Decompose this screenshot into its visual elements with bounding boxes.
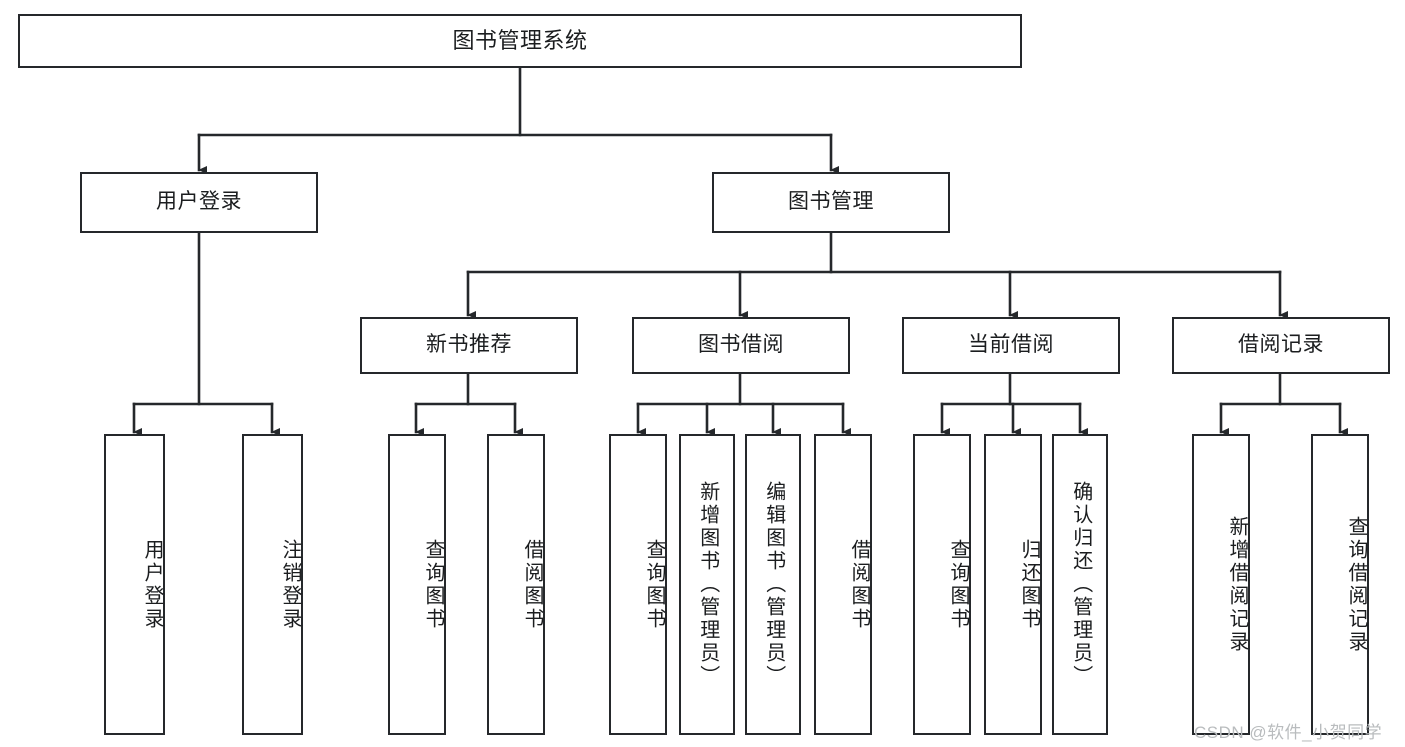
- node-leaf-query-book-current-label: 查询图书: [947, 538, 969, 631]
- node-current-borrow-label: 当前借阅: [968, 333, 1054, 357]
- node-leaf-query-book-borrow[interactable]: 查询图书: [609, 434, 667, 735]
- node-leaf-borrow-book[interactable]: 借阅图书: [814, 434, 872, 735]
- node-leaf-query-book-borrow-label: 查询图书: [643, 538, 665, 631]
- csdn-watermark: CSDN @软件_小贺同学: [1194, 723, 1383, 742]
- node-borrow-record[interactable]: 借阅记录: [1172, 317, 1390, 374]
- node-leaf-borrow-book-recommend[interactable]: 借阅图书: [487, 434, 545, 735]
- node-leaf-confirm-return-admin-label: 确认归还（管理员）: [1069, 481, 1092, 688]
- node-leaf-user-login[interactable]: 用户登录: [104, 434, 165, 735]
- node-leaf-add-book-admin-label: 新增图书（管理员）: [696, 481, 719, 688]
- node-leaf-borrow-book-label: 借阅图书: [848, 538, 870, 631]
- node-root-label: 图书管理系统: [452, 28, 588, 54]
- node-leaf-edit-book-admin-label: 编辑图书（管理员）: [762, 481, 785, 688]
- node-leaf-logout[interactable]: 注销登录: [242, 434, 303, 735]
- node-user-login-label: 用户登录: [156, 190, 242, 214]
- node-leaf-edit-book-admin[interactable]: 编辑图书（管理员）: [745, 434, 801, 735]
- node-user-login[interactable]: 用户登录: [80, 172, 318, 233]
- node-borrow-record-label: 借阅记录: [1238, 333, 1324, 357]
- node-leaf-query-borrow-record[interactable]: 查询借阅记录: [1311, 434, 1369, 735]
- node-leaf-return-book-label: 归还图书: [1018, 538, 1040, 631]
- node-root-book-management-system[interactable]: 图书管理系统: [18, 14, 1022, 68]
- node-book-management-label: 图书管理: [788, 190, 874, 214]
- node-book-management[interactable]: 图书管理: [712, 172, 950, 233]
- node-leaf-add-book-admin[interactable]: 新增图书（管理员）: [679, 434, 735, 735]
- node-leaf-add-borrow-record-label: 新增借阅记录: [1226, 515, 1248, 654]
- node-leaf-borrow-book-recommend-label: 借阅图书: [521, 538, 543, 631]
- node-new-book-recommend[interactable]: 新书推荐: [360, 317, 578, 374]
- node-leaf-user-login-label: 用户登录: [141, 538, 163, 631]
- node-leaf-add-borrow-record[interactable]: 新增借阅记录: [1192, 434, 1250, 735]
- node-leaf-query-book-current[interactable]: 查询图书: [913, 434, 971, 735]
- node-book-borrow-label: 图书借阅: [698, 333, 784, 357]
- node-new-book-recommend-label: 新书推荐: [426, 333, 512, 357]
- node-book-borrow[interactable]: 图书借阅: [632, 317, 850, 374]
- node-leaf-query-borrow-record-label: 查询借阅记录: [1345, 515, 1367, 654]
- node-leaf-logout-label: 注销登录: [279, 538, 301, 631]
- node-leaf-query-book-recommend-label: 查询图书: [422, 538, 444, 631]
- node-current-borrow[interactable]: 当前借阅: [902, 317, 1120, 374]
- node-leaf-return-book[interactable]: 归还图书: [984, 434, 1042, 735]
- node-leaf-confirm-return-admin[interactable]: 确认归还（管理员）: [1052, 434, 1108, 735]
- node-leaf-query-book-recommend[interactable]: 查询图书: [388, 434, 446, 735]
